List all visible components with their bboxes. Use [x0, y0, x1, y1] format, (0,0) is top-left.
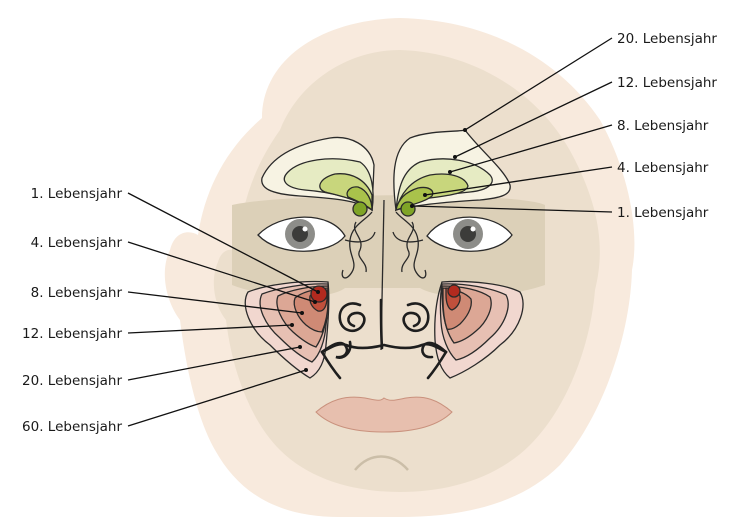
label-right-20: 20. Lebensjahr: [617, 31, 717, 47]
label-left-12: 12. Lebensjahr: [22, 326, 122, 342]
label-left-8: 8. Lebensjahr: [31, 285, 123, 301]
label-left-60: 60. Lebensjahr: [22, 419, 122, 435]
label-right-4: 4. Lebensjahr: [617, 160, 709, 176]
label-left-20: 20. Lebensjahr: [22, 373, 122, 389]
label-right-12: 12. Lebensjahr: [617, 75, 717, 91]
label-right-8: 8. Lebensjahr: [617, 118, 709, 134]
label-left-1: 1. Lebensjahr: [31, 186, 123, 202]
label-right-1: 1. Lebensjahr: [617, 205, 709, 221]
label-left-4: 4. Lebensjahr: [31, 235, 123, 251]
